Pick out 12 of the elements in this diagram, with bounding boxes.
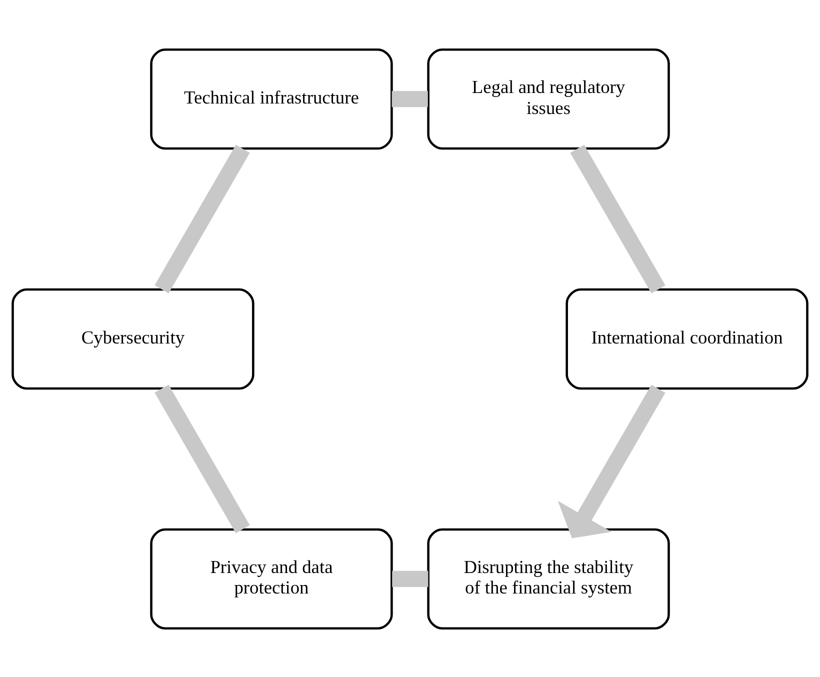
connector: [392, 90, 428, 107]
node-box: International coordination: [566, 288, 808, 390]
arrow: [558, 384, 666, 538]
connector: [570, 144, 666, 293]
node-box: Privacy and data protection: [150, 528, 393, 630]
node-box: Legal and regulatory issues: [427, 48, 670, 150]
connector: [154, 384, 250, 533]
node-box: Cybersecurity: [12, 288, 254, 390]
connector: [154, 144, 250, 293]
connector: [392, 570, 428, 586]
node-box: Technical infrastructure: [150, 48, 393, 150]
node-box: Disrupting the stability of the financial system: [427, 528, 670, 630]
